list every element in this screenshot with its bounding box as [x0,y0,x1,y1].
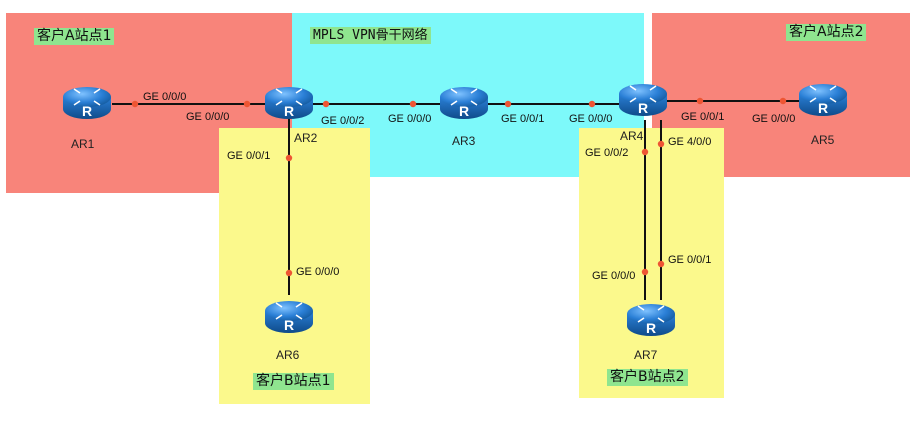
port-dot-ar4-ge400 [657,140,665,148]
router-icon [439,86,489,120]
router-ar6-label: AR6 [276,348,300,362]
port-dot-ar5-ge000 [779,97,787,105]
zone-customer-b-site1 [219,128,370,404]
port-dot-ar4-ge002 [641,148,649,156]
port-label-ar2-ge001: GE 0/0/1 [227,150,271,162]
label-customer-a-site2: 客户A站点2 [786,24,867,41]
zone-customer-b-site2 [579,128,724,398]
port-label-ar1-ge000: GE 0/0/0 [143,91,187,103]
router-ar2[interactable] [262,75,316,129]
router-ar6[interactable] [262,289,316,343]
port-label-ar2-ge002: GE 0/0/2 [321,115,365,127]
router-ar3-label: AR3 [452,134,476,148]
router-ar1-label: AR1 [71,137,95,151]
router-ar7-label: AR7 [634,348,658,362]
port-dot-ar4-ge000 [588,100,596,108]
port-dot-ar6-ge000 [285,269,293,277]
port-label-ar2-ge000: GE 0/0/0 [186,111,230,123]
port-label-ar4-ge001: GE 0/0/1 [681,111,725,123]
router-ar5-label: AR5 [811,133,835,147]
port-label-ar5-ge000: GE 0/0/0 [752,113,796,125]
port-dot-ar1-ge000 [131,100,139,108]
router-ar4[interactable] [616,72,670,126]
port-dot-ar7-ge000 [641,268,649,276]
router-ar2-label: AR2 [294,131,318,145]
port-dot-ar3-ge000 [409,100,417,108]
port-dot-ar3-ge001 [504,100,512,108]
label-customer-a-site1: 客户A站点1 [34,28,115,45]
port-label-ar4-ge002: GE 0/0/2 [585,147,629,159]
port-label-ar7-ge000: GE 0/0/0 [592,270,636,282]
router-icon [264,300,314,334]
router-icon [798,83,848,117]
port-label-ar7-ge001: GE 0/0/1 [668,254,712,266]
label-mpls-backbone: MPLS VPN骨干网络 [310,27,431,44]
port-dot-ar7-ge001 [657,260,665,268]
port-label-ar3-ge000: GE 0/0/0 [388,113,432,125]
router-icon [626,303,676,337]
router-icon [264,86,314,120]
router-icon [618,83,668,117]
router-ar5[interactable] [796,72,850,126]
port-dot-ar4-ge001 [696,97,704,105]
port-dot-ar2-ge002 [322,100,330,108]
port-dot-ar2-ge001 [285,154,293,162]
label-customer-b-site1: 客户B站点1 [253,373,334,390]
port-label-ar6-ge000: GE 0/0/0 [296,266,340,278]
port-label-ar4-ge000: GE 0/0/0 [569,113,613,125]
port-label-ar4-ge400: GE 4/0/0 [668,136,712,148]
router-ar3[interactable] [437,75,491,129]
router-ar4-label: AR4 [620,129,644,143]
router-icon [62,86,112,120]
router-ar7[interactable] [624,292,678,346]
port-label-ar3-ge001: GE 0/0/1 [501,113,545,125]
router-ar1[interactable] [60,75,114,129]
label-customer-b-site2: 客户B站点2 [607,369,688,386]
port-dot-ar2-ge000 [243,100,251,108]
